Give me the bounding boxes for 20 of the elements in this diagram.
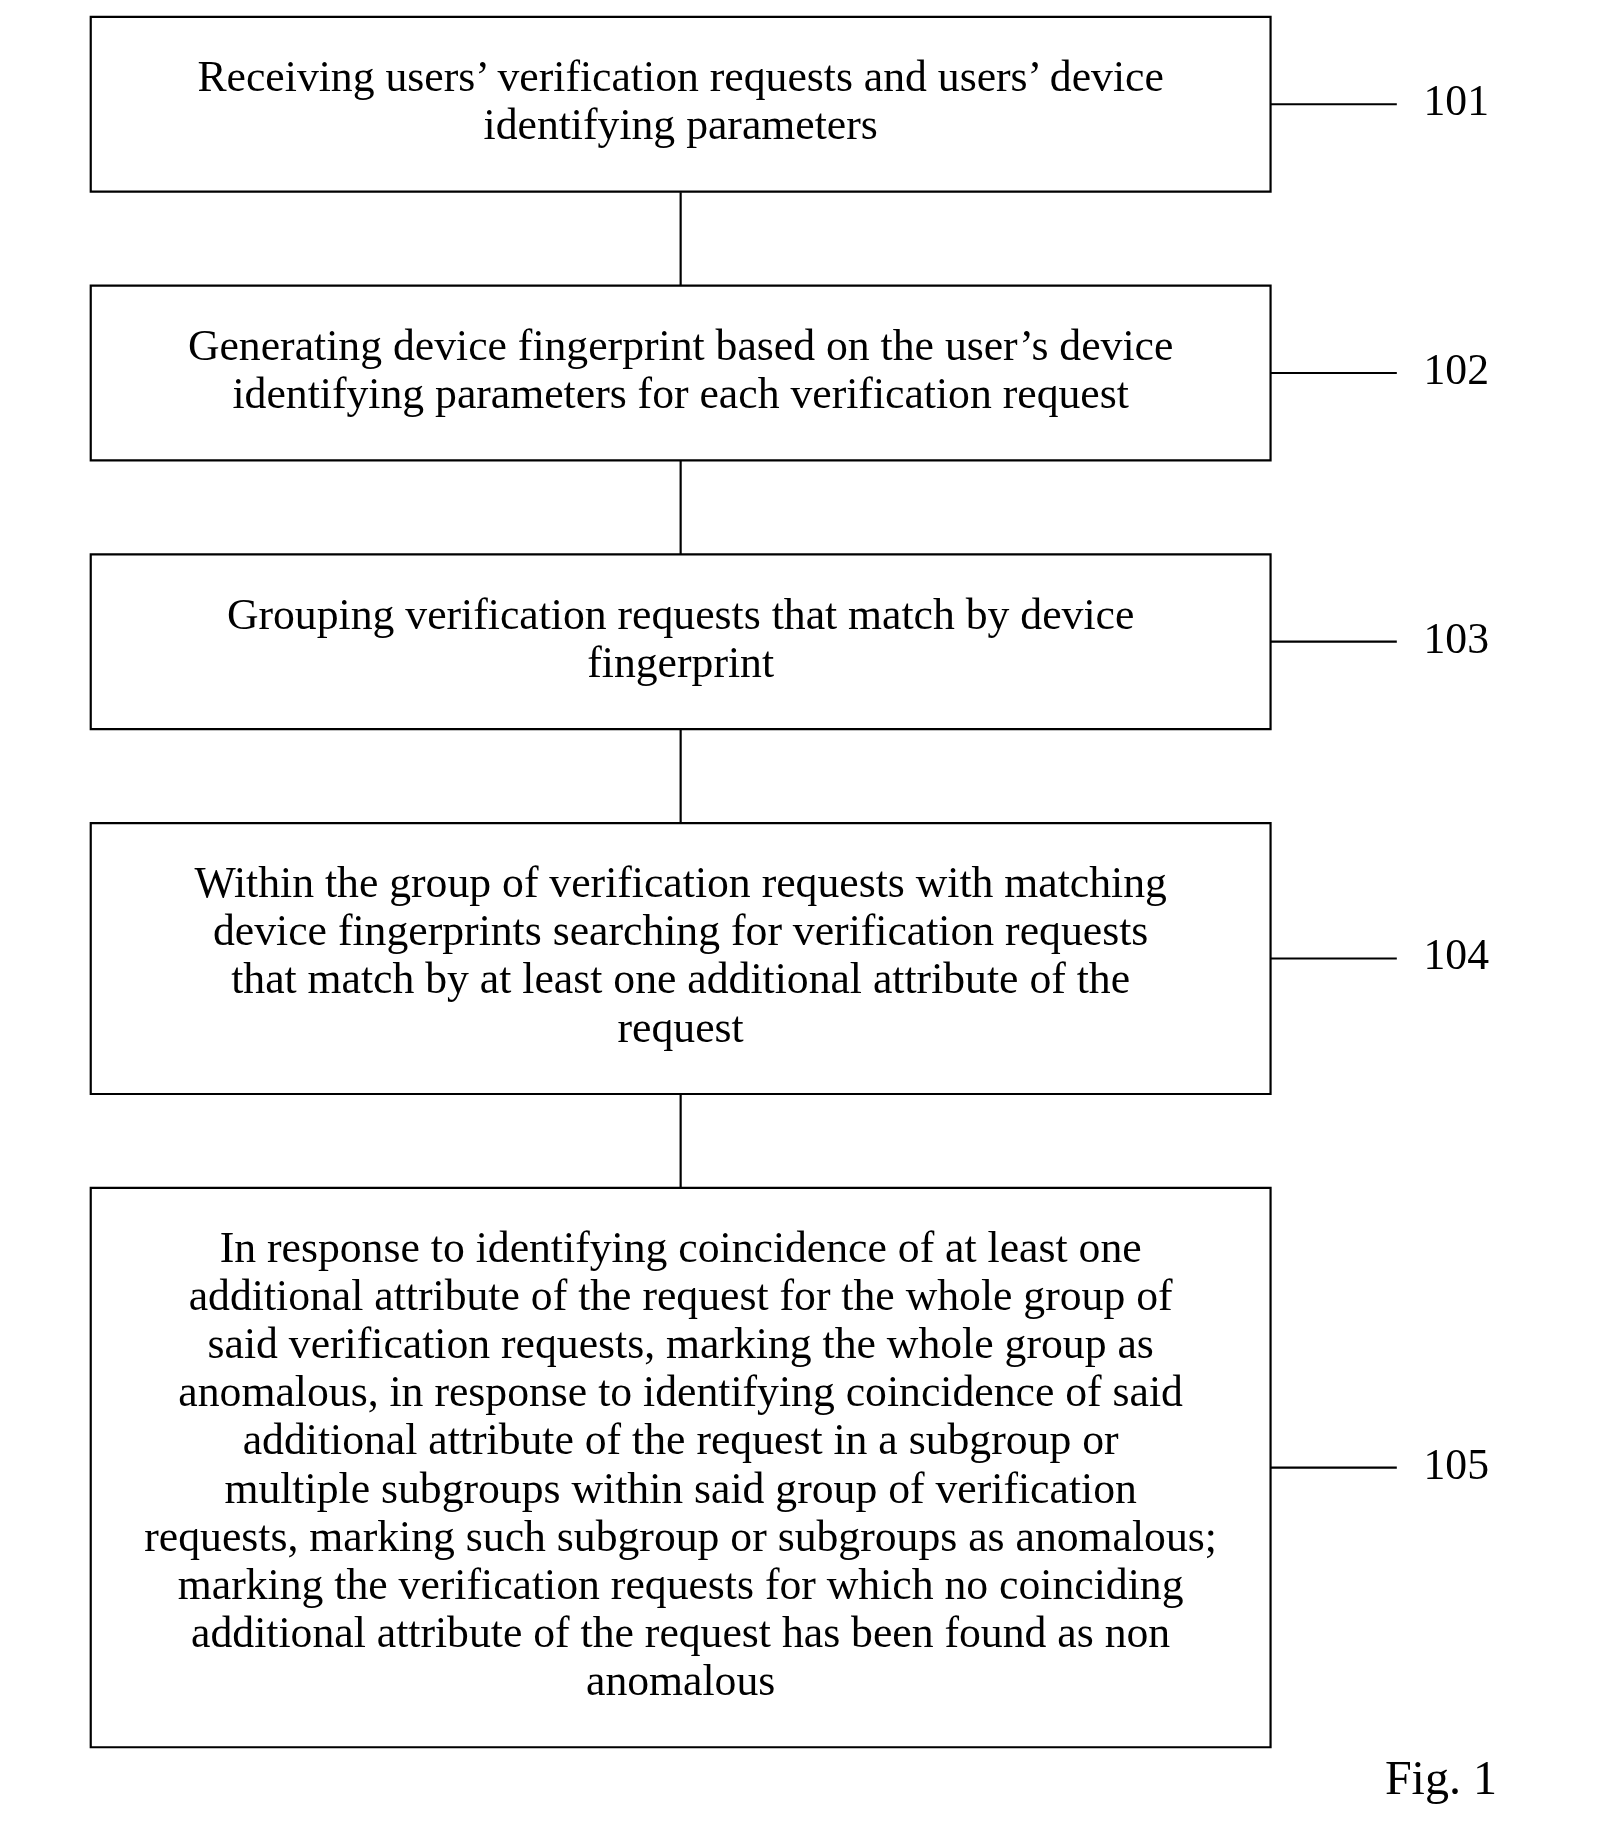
- connector: [1270, 640, 1397, 643]
- connector: [1270, 371, 1397, 375]
- node-text: 102: [1423, 344, 1490, 393]
- connector: [679, 461, 682, 555]
- node-text: 104: [1423, 930, 1490, 979]
- node-text: 105: [1423, 1439, 1490, 1488]
- node-text: 101: [1423, 76, 1490, 125]
- node-box: Receiving users’ verification requests and users’ device identifying parameters: [89, 15, 1272, 193]
- node-text: 103: [1423, 613, 1490, 662]
- node-box: Within the group of verification requests with matching device fingerprints searching for verification requests that match by at least one additional attribute of the request: [89, 821, 1272, 1096]
- connector: [679, 1094, 682, 1188]
- caption: Fig. 1: [1384, 1751, 1498, 1805]
- connector: [1270, 103, 1397, 106]
- node-box: Generating device fingerprint based on the user’s device identifying parameters for each verification request: [89, 284, 1272, 462]
- connector: [1270, 1466, 1397, 1469]
- connector: [679, 192, 682, 286]
- connector: [1270, 957, 1397, 960]
- node-box: In response to identifying coincidence of at least one additional attribute of the request for the whole group of said verification requests, marking the whole group as anomalous, in response to identifying coincidence of said additional attribute of the request in a subgroup or multiple subgroups within said group of verification requests, marking such subgroup or subgroups as anomalous; marking the verification requests for which no coinciding additional attribute of the request has been found as non anomalous: [89, 1186, 1272, 1749]
- connector: [679, 729, 682, 823]
- node-box: Grouping verification requests that match by device fingerprint: [89, 553, 1272, 731]
